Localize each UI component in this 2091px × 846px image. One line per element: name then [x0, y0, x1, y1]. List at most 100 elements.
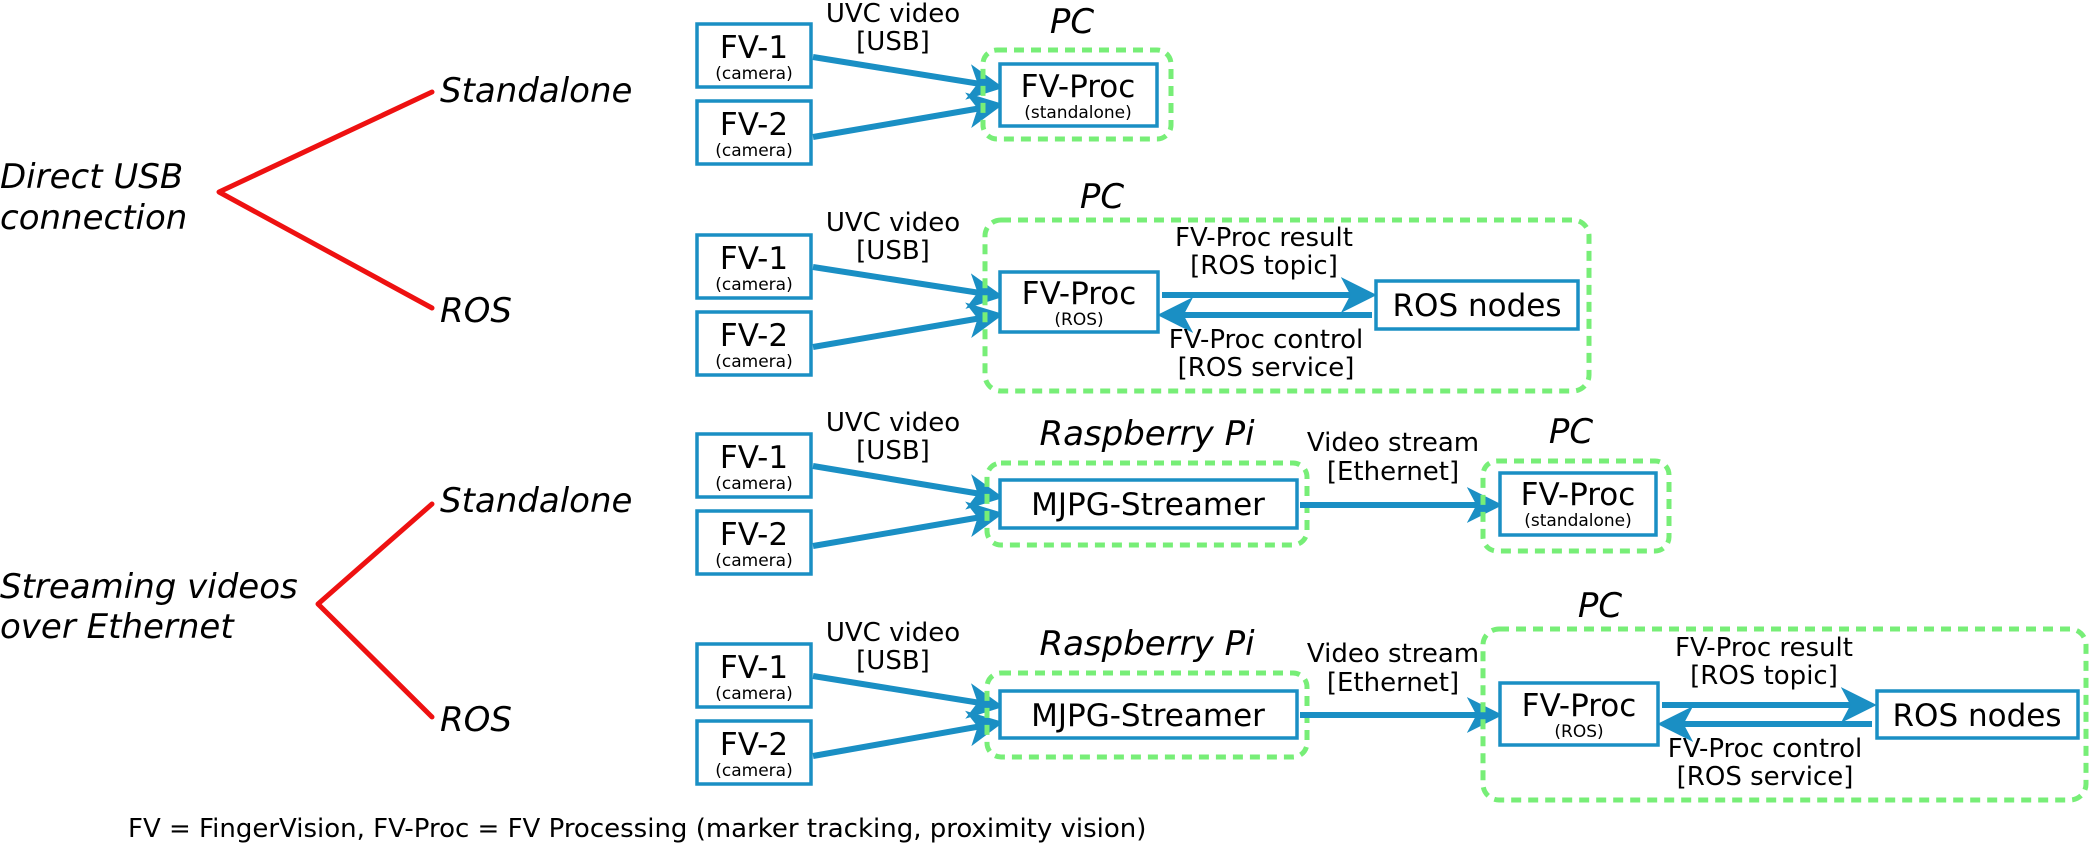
usb-link-label: UVC video	[826, 0, 960, 29]
fv-proc-node: FV-Proc (standalone)	[1498, 471, 1658, 537]
usb-link-label: [USB]	[856, 27, 930, 57]
control-link-label: FV-Proc control	[1169, 325, 1364, 355]
svg-text:FV-2: FV-2	[720, 727, 788, 763]
svg-text:(camera): (camera)	[715, 275, 792, 295]
stream-link-label: Video stream	[1307, 428, 1479, 458]
tree-branch-lines	[216, 89, 435, 311]
stream-link-label: [Ethernet]	[1327, 668, 1459, 698]
row-streaming-standalone: FV-1 (camera) FV-2 (camera) UVC video [U…	[695, 408, 1672, 576]
control-link-label: [ROS service]	[1178, 353, 1355, 383]
usb-arrow-fv2	[812, 302, 1004, 350]
camera-fv2: FV-2 (camera)	[695, 509, 813, 576]
usb-arrow-fv1	[812, 54, 1004, 100]
svg-text:MJPG-Streamer: MJPG-Streamer	[1031, 698, 1265, 734]
svg-text:FV-1: FV-1	[720, 30, 788, 66]
usb-link-label: UVC video	[826, 618, 960, 648]
tree-root-label: connection	[0, 198, 187, 238]
svg-text:(camera): (camera)	[715, 474, 792, 494]
svg-text:(camera): (camera)	[715, 64, 792, 84]
usb-arrow-fv2	[812, 92, 1004, 140]
svg-text:(camera): (camera)	[715, 352, 792, 372]
fv-proc-node: FV-Proc (ROS)	[998, 270, 1160, 334]
fv-proc-node: FV-Proc (ROS)	[1498, 681, 1660, 747]
row-direct-ros: FV-1 (camera) FV-2 (camera) UVC video [U…	[695, 177, 1592, 394]
usb-link-label: UVC video	[826, 208, 960, 238]
tree-direct-usb: Direct USB connection Standalone ROS	[0, 71, 632, 331]
usb-link-label: [USB]	[856, 236, 930, 266]
pc-group	[1480, 626, 2089, 803]
svg-text:(ROS): (ROS)	[1554, 722, 1603, 742]
rpi-group-label: Raspberry Pi	[1039, 624, 1255, 664]
camera-fv1: FV-1 (camera)	[695, 432, 813, 499]
result-link-label: FV-Proc result	[1675, 633, 1853, 663]
camera-fv2: FV-2 (camera)	[695, 719, 813, 786]
camera-fv2: FV-2 (camera)	[695, 310, 813, 377]
footnote: FV = FingerVision, FV-Proc = FV Processi…	[128, 814, 1146, 844]
camera-fv2: FV-2 (camera)	[695, 99, 813, 166]
svg-text:ROS nodes: ROS nodes	[1893, 698, 2062, 734]
control-link-label: [ROS service]	[1677, 762, 1854, 792]
svg-text:(standalone): (standalone)	[1024, 103, 1132, 123]
svg-text:FV-1: FV-1	[720, 241, 788, 277]
stream-link-label: [Ethernet]	[1327, 457, 1459, 487]
tree-streaming-ethernet: Streaming videos over Ethernet Standalon…	[0, 481, 632, 740]
svg-text:FV-2: FV-2	[720, 107, 788, 143]
tree-root-label: over Ethernet	[0, 607, 235, 647]
result-link-label: FV-Proc result	[1175, 223, 1353, 253]
usb-arrow-fv2	[812, 710, 1004, 759]
svg-text:FV-1: FV-1	[720, 650, 788, 686]
tree-root-label: Streaming videos	[0, 567, 298, 607]
pc-group	[1480, 458, 1672, 554]
usb-link-label: [USB]	[856, 646, 930, 676]
mjpg-streamer-node: MJPG-Streamer	[998, 689, 1299, 740]
result-link-label: [ROS topic]	[1690, 661, 1838, 691]
row-direct-standalone: FV-1 (camera) FV-2 (camera) UVC video [U…	[695, 0, 1174, 166]
pc-group-label: PC	[1578, 586, 1623, 626]
usb-arrow-fv1	[812, 463, 1004, 510]
rpi-group-label: Raspberry Pi	[1039, 414, 1255, 454]
svg-text:FV-2: FV-2	[720, 318, 788, 354]
camera-fv1: FV-1 (camera)	[695, 642, 813, 709]
result-link-label: [ROS topic]	[1190, 251, 1338, 281]
svg-text:FV-2: FV-2	[720, 517, 788, 553]
svg-text:(camera): (camera)	[715, 141, 792, 161]
svg-text:(camera): (camera)	[715, 684, 792, 704]
svg-text:(standalone): (standalone)	[1524, 511, 1632, 531]
stream-link-label: Video stream	[1307, 639, 1479, 669]
pc-group	[982, 217, 1592, 394]
svg-text:ROS nodes: ROS nodes	[1393, 288, 1562, 324]
ros-nodes: ROS nodes	[1374, 279, 1580, 331]
mjpg-streamer-node: MJPG-Streamer	[998, 478, 1299, 530]
control-link-label: FV-Proc control	[1668, 734, 1863, 764]
camera-fv1: FV-1 (camera)	[695, 233, 813, 300]
tree-branch-lines	[315, 501, 435, 720]
svg-text:(ROS): (ROS)	[1054, 310, 1103, 330]
tree-branch-ros: ROS	[440, 700, 512, 740]
pc-group-label: PC	[1080, 177, 1125, 217]
tree-branch-ros: ROS	[440, 291, 512, 331]
svg-text:FV-Proc: FV-Proc	[1021, 69, 1136, 105]
usb-arrow-fv2	[812, 501, 1004, 549]
tree-root-label: Direct USB	[0, 157, 183, 197]
svg-text:FV-1: FV-1	[720, 440, 788, 476]
row-streaming-ros: FV-1 (camera) FV-2 (camera) UVC video [U…	[695, 586, 2089, 803]
svg-text:MJPG-Streamer: MJPG-Streamer	[1031, 487, 1265, 523]
svg-text:FV-Proc: FV-Proc	[1521, 477, 1636, 513]
svg-text:FV-Proc: FV-Proc	[1022, 276, 1137, 312]
svg-text:FV-Proc: FV-Proc	[1522, 688, 1637, 724]
usb-arrow-fv1	[812, 673, 1004, 719]
pc-group-label: PC	[1050, 2, 1095, 42]
pc-group	[980, 47, 1174, 142]
svg-text:(camera): (camera)	[715, 761, 792, 781]
fv-proc-node: FV-Proc (standalone)	[998, 62, 1159, 128]
svg-text:(camera): (camera)	[715, 551, 792, 571]
pc-group-label: PC	[1549, 412, 1594, 452]
usb-link-label: [USB]	[856, 436, 930, 466]
tree-branch-standalone: Standalone	[440, 71, 632, 111]
usb-arrow-fv1	[812, 264, 1004, 309]
camera-fv1: FV-1 (camera)	[695, 22, 813, 89]
tree-branch-standalone: Standalone	[440, 481, 632, 521]
ros-nodes: ROS nodes	[1875, 689, 2080, 740]
usb-link-label: UVC video	[826, 408, 960, 438]
